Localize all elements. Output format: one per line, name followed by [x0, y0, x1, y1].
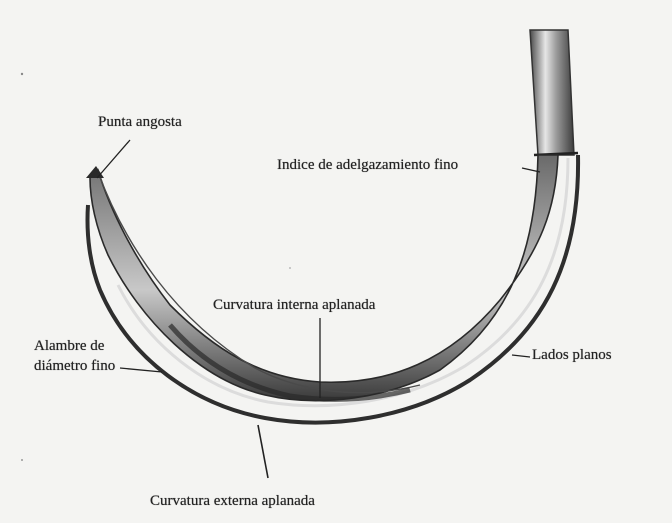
leader-punta-angosta — [97, 140, 130, 178]
needle-body — [90, 155, 558, 401]
leader-curvatura-externa — [258, 425, 268, 478]
label-curvatura-interna: Curvatura interna aplanada — [213, 297, 375, 314]
leader-alambre — [120, 368, 162, 372]
outer-highlight — [118, 158, 568, 406]
label-lados-planos: Lados planos — [532, 347, 612, 364]
label-alambre-line1: Alambre de — [34, 338, 115, 355]
label-indice-adelgazamiento: Indice de adelgazamiento fino — [277, 157, 458, 174]
needle-tip — [86, 166, 104, 178]
label-alambre-de-diametro-fino: Alambre de diámetro fino — [34, 338, 115, 375]
speck — [21, 73, 23, 75]
speck — [21, 459, 23, 461]
speck — [289, 267, 291, 269]
label-punta-angosta: Punta angosta — [98, 114, 182, 131]
label-alambre-line2: diámetro fino — [34, 358, 115, 375]
needle-swage-shaft — [530, 30, 574, 155]
leader-lados-planos — [512, 355, 530, 357]
label-curvatura-externa: Curvatura externa aplanada — [150, 493, 315, 510]
